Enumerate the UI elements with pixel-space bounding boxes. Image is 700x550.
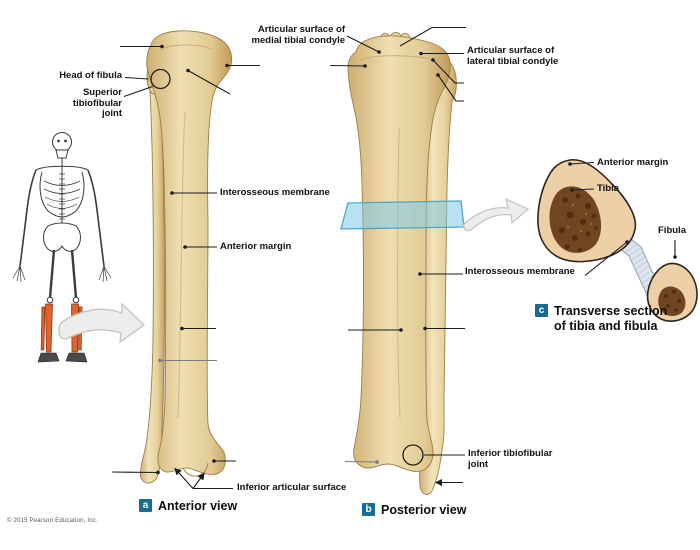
pointer-tibia-section [571,188,595,191]
caption-transverse-section: c Transverse section of tibia and fibula [535,304,667,334]
pointer-inferior-articular-v2 [192,472,205,489]
pointer-interosseous-to-section [584,241,628,276]
caption-c-box: c [535,304,548,317]
label-articular-surface-medial: Articular surface of medial tibial condy… [251,24,345,46]
caption-a-title: Anterior view [158,499,238,513]
pointer-medial-condyle-posterior [346,35,380,53]
pointer-anterior-margin-section [569,161,595,165]
label-anterior-margin-section: Anterior margin [597,157,669,168]
pointer-lateral-malleolus-anterior [111,471,159,474]
label-anterior-margin-anterior: Anterior margin [220,241,292,252]
transverse-plane [340,200,465,230]
label-tibia-section: Tibia [597,183,619,194]
zoom-arrow-section [463,197,530,232]
copyright-text: © 2015 Pearson Education, Inc. [7,518,98,524]
pointer-medial-malleolus-posterior [344,460,378,463]
leader-lines [111,26,677,490]
pointer-head-of-fibula [124,76,149,80]
label-interosseous-membrane-posterior: Interosseous membrane [465,266,575,277]
caption-anterior-view: a Anterior view [139,499,237,514]
label-articular-surface-lateral: Articular surface of lateral tibial cond… [467,45,559,67]
posterior-view-bones [347,31,457,495]
pointer-intercondylar-anterior [187,70,231,95]
label-superior-tibiofibular-joint: Superior tibiofibular joint [72,87,122,119]
pointer-medial-condyle-edge-posterior [329,64,366,67]
fibula-spongy-shape [658,286,686,317]
zoom-arrow-anterior [58,302,146,344]
caption-a-box: a [139,499,152,512]
label-interosseous-membrane-anterior: Interosseous membrane [220,187,330,198]
tibia-posterior-shape [347,35,451,472]
pointer-superior-tibiofibular [123,85,153,98]
label-fibula-section: Fibula [658,225,686,236]
pointer-fibula-head-posterior-1 [432,59,464,84]
caption-b-box: b [362,503,375,516]
cross-section [537,159,698,322]
inferior-tibiofibular-circle [402,444,424,466]
caption-posterior-view: b Posterior view [362,503,466,518]
pointer-inferior-articular-v1 [174,467,194,489]
caption-b-title: Posterior view [381,503,467,517]
caption-c-title: Transverse section of tibia and fibula [554,304,668,333]
label-inferior-articular-surface: Inferior articular surface [237,482,347,493]
superior-tibiofibular-circle [150,68,171,90]
label-inferior-tibiofibular-joint: Inferior tibiofibular joint [468,448,553,470]
pointer-intercondylar-posterior [399,26,466,47]
anterior-view-bones [140,30,233,484]
label-head-of-fibula: Head of fibula [59,70,122,81]
pointer-fibula-head-posterior-2 [437,74,464,102]
